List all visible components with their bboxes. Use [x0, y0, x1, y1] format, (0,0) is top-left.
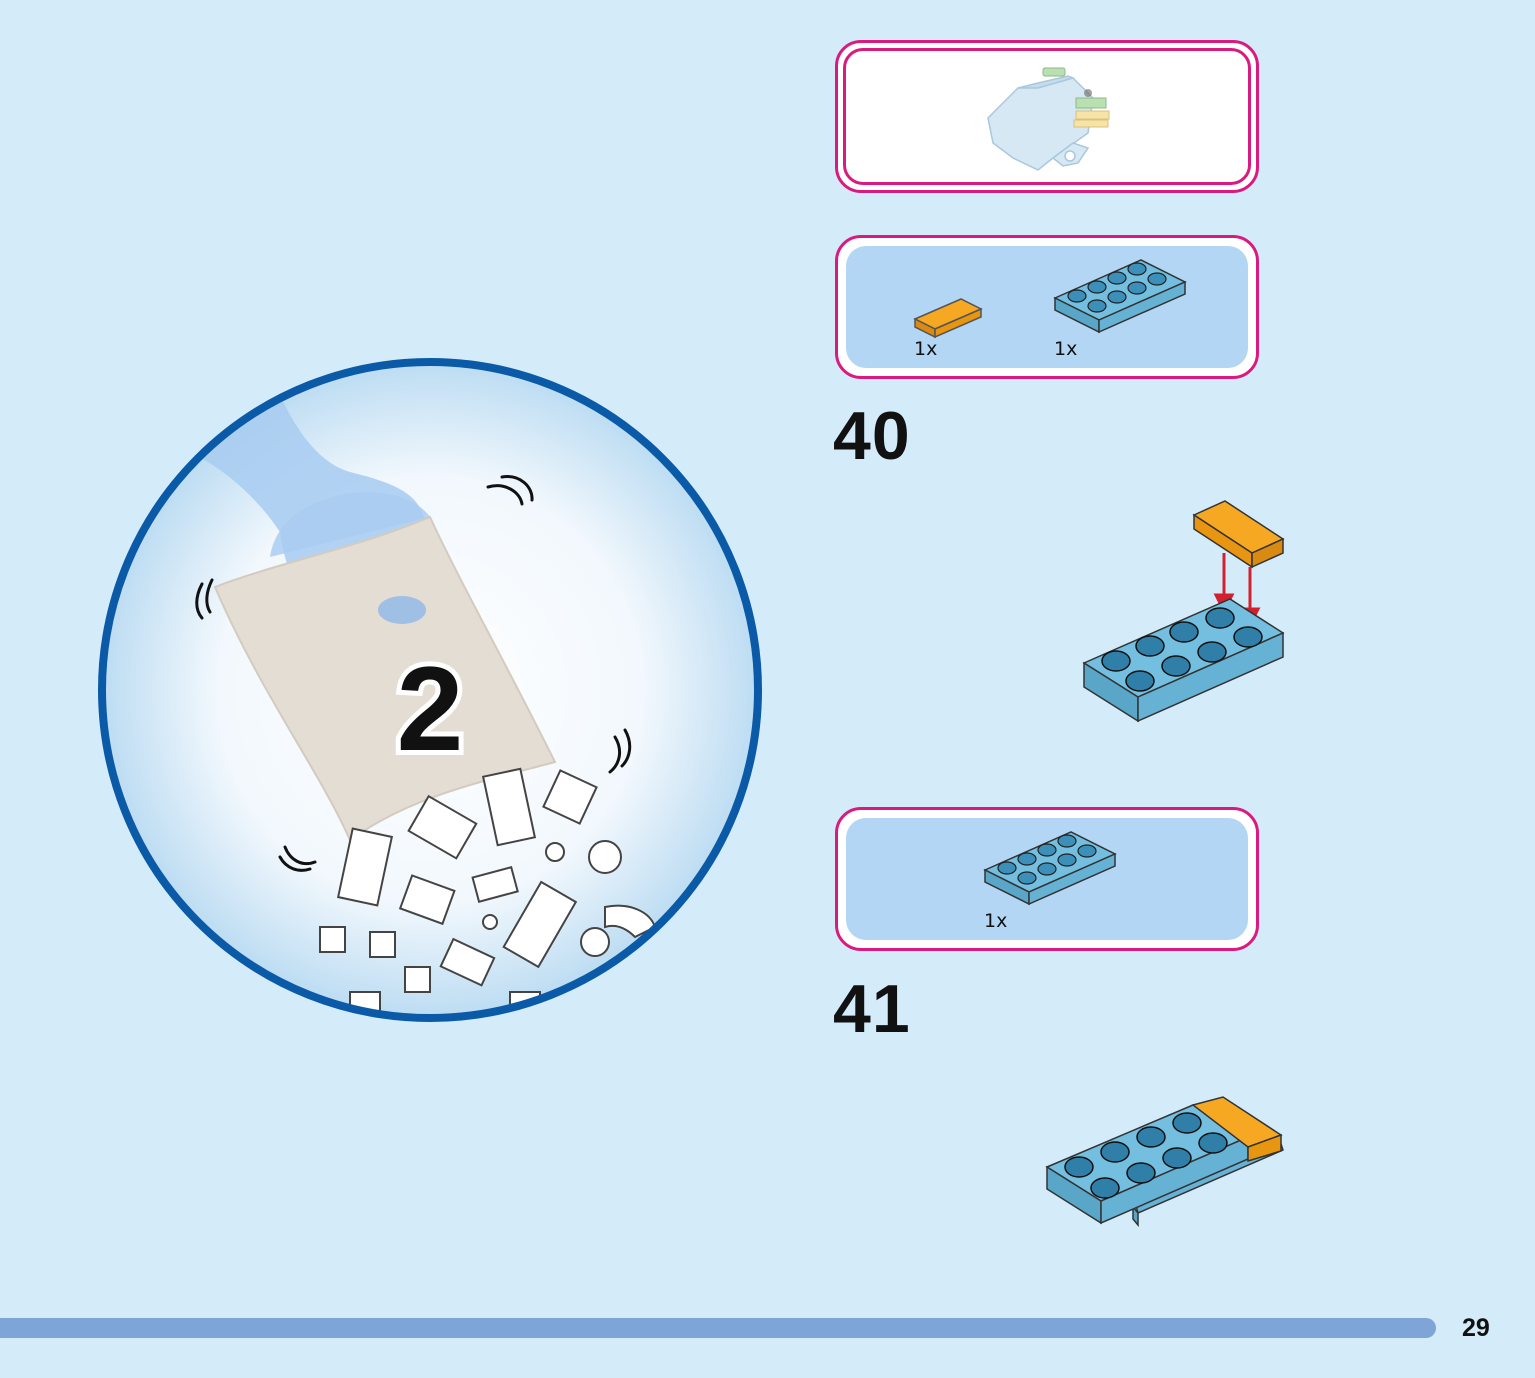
shake-marks [195, 475, 632, 872]
plate-2x4-blue-icon [983, 831, 1117, 906]
part-qty: 1x [984, 910, 1008, 932]
parts-list-41: 1x [835, 807, 1259, 951]
loose-bricks-icon [319, 767, 657, 1018]
plate-2x4-blue-icon [1053, 259, 1187, 334]
bag-circle-illustration: 2 [98, 358, 762, 1022]
step-number-40: 40 [833, 398, 911, 474]
tile-1x2-orange-icon [913, 298, 983, 339]
bag-icon [213, 515, 557, 842]
step-41-build-icon [1045, 1096, 1284, 1228]
step-40-build-icon [1082, 500, 1285, 723]
step-number-41: 41 [833, 971, 911, 1047]
model-preview-icon [987, 67, 1110, 171]
part-qty: 1x [914, 338, 938, 360]
part-qty: 1x [1054, 338, 1078, 360]
circle-border [98, 358, 762, 1022]
page-number: 29 [1462, 1314, 1490, 1342]
preview-box [835, 40, 1259, 193]
bag-number: 2 [397, 642, 464, 776]
page-bar [0, 1318, 1436, 1338]
parts-list-40: 1x 1x [835, 235, 1259, 379]
